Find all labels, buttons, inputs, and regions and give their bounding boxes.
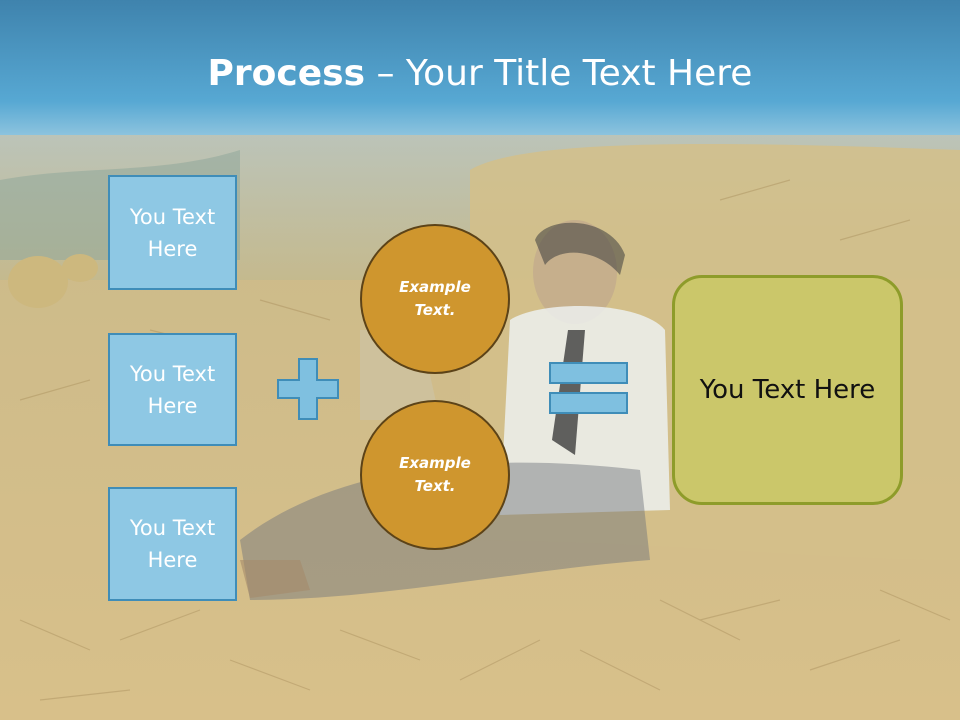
text-box-2[interactable]: You Text Here bbox=[108, 333, 237, 446]
text-box-label: You Text Here bbox=[129, 204, 216, 261]
example-circle-1[interactable]: Example Text. bbox=[360, 224, 510, 374]
title-rest: – Your Title Text Here bbox=[365, 53, 753, 94]
plus-icon bbox=[277, 358, 339, 420]
circle-label: Example Text. bbox=[399, 278, 471, 319]
title-bold: Process bbox=[207, 53, 366, 94]
text-box-label: You Text Here bbox=[129, 361, 216, 418]
text-box-3[interactable]: You Text Here bbox=[108, 487, 237, 601]
equals-icon bbox=[549, 362, 628, 414]
text-box-label: You Text Here bbox=[129, 516, 216, 572]
circle-label: Example Text. bbox=[399, 454, 471, 495]
result-box[interactable]: You Text Here bbox=[672, 275, 903, 505]
example-circle-2[interactable]: Example Text. bbox=[360, 400, 510, 550]
slide-title: Process – Your Title Text Here bbox=[0, 48, 960, 100]
result-label: You Text Here bbox=[699, 375, 876, 405]
text-box-1[interactable]: You Text Here bbox=[108, 175, 237, 290]
